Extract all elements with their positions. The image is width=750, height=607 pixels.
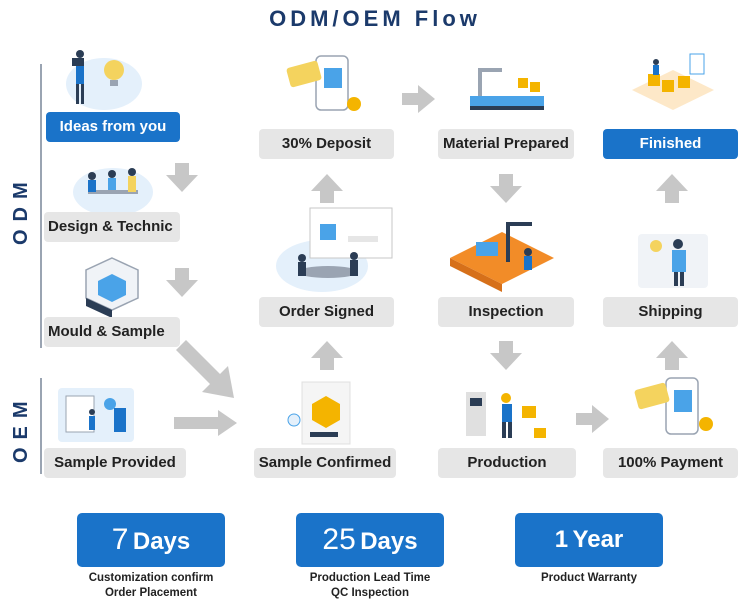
arrow-up-icon bbox=[310, 174, 344, 204]
stat-unit: Days bbox=[133, 528, 190, 555]
step-payment: 100% Payment bbox=[603, 448, 738, 478]
odm-bracket-line bbox=[40, 64, 42, 348]
stat-number: 7 bbox=[112, 523, 129, 556]
stat-caption: Customization confirm Order Placement bbox=[61, 571, 241, 601]
step-shipping: Shipping bbox=[603, 297, 738, 327]
arrow-diagonal-icon bbox=[172, 340, 240, 402]
stat-caption: Production Lead Time QC Inspection bbox=[280, 571, 460, 601]
mould-cube-illustration bbox=[72, 252, 162, 322]
stat-caption-line-1: Production Lead Time bbox=[280, 571, 460, 586]
stat-number: 1 bbox=[555, 526, 568, 553]
arrow-right-icon bbox=[576, 404, 610, 434]
stat-caption-line-2: QC Inspection bbox=[280, 586, 460, 601]
shipping-person-illustration bbox=[628, 224, 718, 294]
page-title: ODM/OEM Flow bbox=[0, 6, 750, 32]
stat-unit: Year bbox=[573, 526, 624, 553]
arrow-up-icon bbox=[655, 174, 689, 204]
sample-confirmed-illustration bbox=[280, 380, 370, 450]
step-finished: Finished bbox=[603, 129, 738, 159]
order-signed-illustration bbox=[272, 206, 396, 296]
step-ideas-from-you: Ideas from you bbox=[46, 112, 180, 142]
stat-unit: Days bbox=[360, 528, 417, 555]
idea-person-illustration bbox=[56, 44, 146, 114]
production-worker-illustration bbox=[462, 378, 552, 448]
stat-box-25-days: 25 Days bbox=[296, 513, 444, 567]
payment-phone-illustration bbox=[630, 374, 720, 444]
sample-provided-illustration bbox=[52, 378, 142, 448]
stat-box-1-year: 1 Year bbox=[515, 513, 663, 567]
oem-bracket-line bbox=[40, 378, 42, 474]
arrow-down-icon bbox=[165, 163, 199, 193]
finished-warehouse-illustration bbox=[628, 50, 718, 120]
arrow-down-icon bbox=[165, 268, 199, 298]
odm-section-label: ODM bbox=[10, 150, 33, 270]
step-mould-sample: Mould & Sample bbox=[44, 317, 180, 347]
arrow-right-icon bbox=[402, 84, 436, 114]
stat-caption-line-2: Order Placement bbox=[61, 586, 241, 601]
arrow-down-icon bbox=[489, 174, 523, 204]
stat-caption: Product Warranty bbox=[499, 571, 679, 586]
stat-caption-line-1: Customization confirm bbox=[61, 571, 241, 586]
material-conveyor-illustration bbox=[462, 58, 552, 128]
arrow-right-icon bbox=[174, 410, 238, 436]
arrow-up-icon bbox=[655, 341, 689, 371]
oem-section-label: OEM bbox=[10, 382, 33, 474]
arrow-up-icon bbox=[310, 341, 344, 371]
step-deposit: 30% Deposit bbox=[259, 129, 394, 159]
stat-box-7-days: 7 Days bbox=[77, 513, 225, 567]
arrow-down-icon bbox=[489, 341, 523, 371]
step-order-signed: Order Signed bbox=[259, 297, 394, 327]
stat-caption-line-1: Product Warranty bbox=[499, 571, 679, 586]
step-design-technic: Design & Technic bbox=[44, 212, 180, 242]
design-team-illustration bbox=[68, 150, 158, 220]
step-inspection: Inspection bbox=[438, 297, 574, 327]
stat-number: 25 bbox=[322, 523, 355, 556]
step-production: Production bbox=[438, 448, 576, 478]
step-sample-provided: Sample Provided bbox=[44, 448, 186, 478]
step-sample-confirmed: Sample Confirmed bbox=[254, 448, 396, 478]
step-material-prepared: Material Prepared bbox=[438, 129, 574, 159]
inspection-floor-illustration bbox=[446, 212, 558, 296]
deposit-payment-illustration bbox=[280, 50, 370, 120]
